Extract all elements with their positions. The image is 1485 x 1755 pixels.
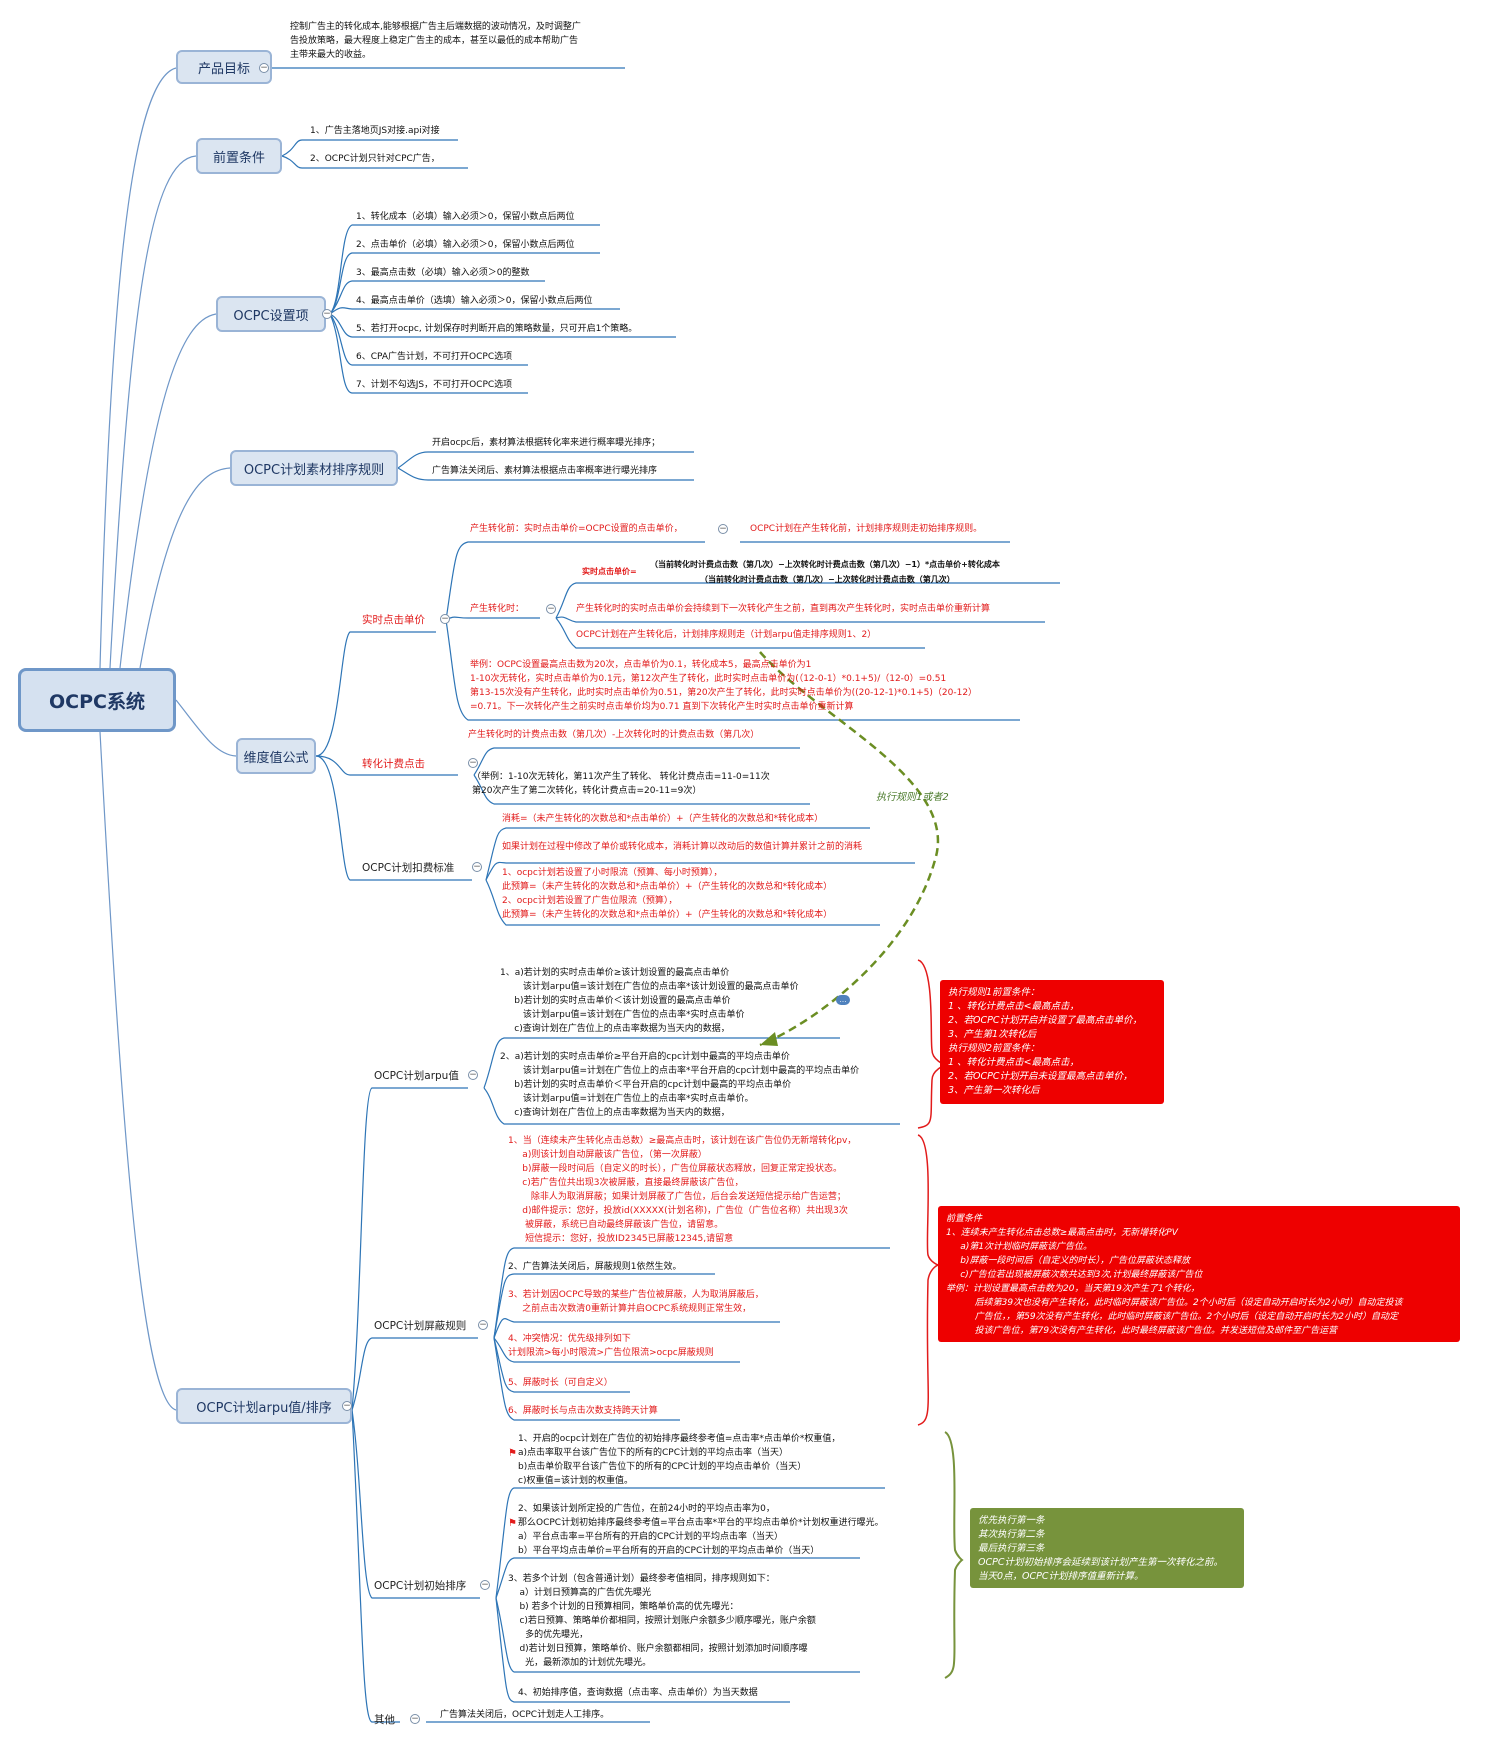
precondition-item-2: 2、OCPC计划只针对CPC广告，: [310, 154, 440, 164]
other-label[interactable]: 其他: [374, 1714, 395, 1726]
collapse-icon[interactable]: −: [472, 862, 482, 872]
settings-item-7: 7、计划不勾选JS，不可打开OCPC选项: [356, 380, 513, 390]
collapse-icon[interactable]: −: [480, 1580, 490, 1590]
fraction-label: 实时点击单价=: [582, 567, 637, 576]
sorting-rule-item-1: 开启ocpc后，素材算法根据转化率来进行概率曝光排序；: [432, 438, 661, 448]
deduction-label[interactable]: OCPC计划扣费标准: [362, 862, 455, 874]
branch-sorting-rule[interactable]: OCPC计划素材排序规则: [230, 450, 398, 486]
after-conversion-label: 产生转化时：: [470, 604, 525, 614]
collapse-icon[interactable]: −: [546, 604, 556, 614]
billing-clicks-label[interactable]: 转化计费点击: [362, 758, 425, 770]
collapse-icon[interactable]: −: [440, 614, 450, 624]
shield-callout-box: 前置条件 1、连续未产生转化点击总数≥最高点击时，无新增转化PV a)第1次计划…: [938, 1206, 1460, 1342]
initial-item-2: 2、如果该计划所定投的广告位，在前24小时的平均点击率为0， 那么OCPC计划初…: [518, 1504, 884, 1556]
settings-item-2: 2、点击单价（必填）输入必须＞0，保留小数点后两位: [356, 240, 575, 250]
arpu-value-label[interactable]: OCPC计划arpu值: [374, 1070, 459, 1082]
deduction-line-3: 1、ocpc计划若设置了小时限流（预算、每小时预算）， 此预算=（未产生转化的次…: [502, 868, 833, 920]
collapse-icon[interactable]: −: [342, 1401, 352, 1411]
flag-icon: ⚑: [508, 1448, 517, 1459]
shield-item-5: 5、屏蔽时长（可自定义）: [508, 1378, 613, 1388]
shield-item-3: 3、若计划因OCPC导致的某些广告位被屏蔽，人为取消屏蔽后， 之前点击次数清0重…: [508, 1290, 764, 1314]
collapse-icon[interactable]: −: [322, 309, 332, 319]
collapse-icon[interactable]: −: [478, 1320, 488, 1330]
settings-item-3: 3、最高点击数（必填）输入必须＞0的整数: [356, 268, 530, 278]
goal-text: 控制广告主的转化成本,能够根据广告主后端数据的波动情况，及时调整广 告投放策略，…: [290, 22, 581, 60]
other-text: 广告算法关闭后，OCPC计划走人工排序。: [440, 1710, 610, 1720]
branch-precondition[interactable]: 前置条件: [196, 138, 282, 174]
shield-item-4: 4、冲突情况：优先级排列如下 计划限流>每小时限流>广告位限流>ocpc屏蔽规则: [508, 1334, 714, 1358]
fraction-denominator: （当前转化时计费点击数（第几次）−上次转化时计费点击数（第几次）: [700, 575, 955, 584]
initial-item-3: 3、若多个计划（包含普通计划）最终参考值相同，排序规则如下： a）计划日预算高的…: [508, 1574, 816, 1668]
initial-sort-label[interactable]: OCPC计划初始排序: [374, 1580, 467, 1592]
sorting-rule-item-2: 广告算法关闭后、素材算法根据点击率概率进行曝光排序: [432, 466, 658, 476]
settings-item-6: 6、CPA广告计划，不可打开OCPC选项: [356, 352, 513, 362]
branch-settings[interactable]: OCPC设置项: [216, 296, 326, 332]
settings-item-1: 1、转化成本（必填）输入必须＞0，保留小数点后两位: [356, 212, 575, 222]
deduction-line-2: 如果计划在过程中修改了单价或转化成本，消耗计算以改动后的数值计算并累计之前的消耗: [502, 842, 863, 852]
collapse-icon[interactable]: −: [410, 1714, 420, 1724]
comment-icon[interactable]: …: [836, 995, 850, 1005]
initial-item-1: 1、开启的ocpc计划在广告位的初始排序最终参考值=点击率*点击单价*权重值， …: [518, 1434, 841, 1486]
realtime-price-label[interactable]: 实时点击单价: [362, 614, 425, 626]
before-conversion-note: OCPC计划在产生转化前，计划排序规则走初始排序规则。: [750, 524, 983, 534]
fraction-numerator: （当前转化时计费点击数（第几次）−上次转化时计费点击数（第几次）−1）*点击单价…: [650, 560, 1000, 569]
precondition-item-1: 1、广告主落地页JS对接.api对接: [310, 126, 440, 136]
arpu-rule-2: 2、a)若计划的实时点击单价≥平台开启的cpc计划中最高的平均点击单价 该计划a…: [500, 1052, 860, 1118]
billing-example: （举例：1-10次无转化，第11次产生了转化、 转化计费点击=11-0=11次 …: [472, 772, 770, 796]
dashed-arrow-note: 执行规则1或者2: [876, 792, 949, 803]
branch-goal[interactable]: 产品目标: [176, 50, 272, 84]
settings-item-4: 4、最高点击单价（选填）输入必须＞0，保留小数点后两位: [356, 296, 593, 306]
collapse-icon[interactable]: −: [718, 524, 728, 534]
sorting-callout-box: 优先执行第一条 其次执行第二条 最后执行第三条 OCPC计划初始排序会延续到该计…: [970, 1508, 1244, 1588]
before-conversion-text: 产生转化前：实时点击单价=OCPC设置的点击单价，: [470, 524, 683, 534]
deduction-line-1: 消耗=（未产生转化的次数总和*点击单价）+（产生转化的次数总和*转化成本）: [502, 814, 824, 824]
branch-arpu-sorting[interactable]: OCPC计划arpu值/排序: [176, 1388, 352, 1424]
realtime-example: 举例：OCPC设置最高点击数为20次，点击单价为0.1，转化成本5，最高点击单价…: [470, 660, 978, 712]
settings-item-5: 5、若打开ocpc, 计划保存时判断开启的策略数量，只可开启1个策略。: [356, 324, 638, 334]
collapse-icon[interactable]: −: [468, 758, 478, 768]
flag-icon: ⚑: [508, 1518, 517, 1529]
root-node[interactable]: OCPC系统: [18, 668, 176, 732]
after-conversion-line-2: OCPC计划在产生转化后，计划排序规则走（计划arpu值走排序规则1、2）: [576, 630, 877, 640]
after-conversion-line-1: 产生转化时的实时点击单价会持续到下一次转化产生之前，直到再次产生转化时，实时点击…: [576, 604, 991, 614]
initial-item-4: 4、初始排序值，查询数据（点击率、点击单价）为当天数据: [518, 1688, 758, 1698]
collapse-icon[interactable]: −: [468, 1070, 478, 1080]
shield-item-6: 6、屏蔽时长与点击次数支持跨天计算: [508, 1406, 658, 1416]
collapse-icon[interactable]: −: [259, 63, 269, 73]
rules-callout-box: 执行规则1前置条件： 1 、转化计费点击<最高点击， 2、若OCPC计划开启并设…: [940, 980, 1164, 1104]
branch-formula[interactable]: 维度值公式: [236, 738, 316, 774]
billing-line-1: 产生转化时的计费点击数（第几次）-上次转化时的计费点击数（第几次）: [468, 730, 760, 740]
arpu-rule-1: 1、a)若计划的实时点击单价≥该计划设置的最高点击单价 该计划arpu值=该计划…: [500, 968, 799, 1034]
shield-item-1: 1、当（连续未产生转化点击总数）≥最高点击时，该计划在该广告位仍无新增转化pv，…: [508, 1136, 857, 1244]
shield-item-2: 2、广告算法关闭后，屏蔽规则1依然生效。: [508, 1262, 682, 1272]
shield-rule-label[interactable]: OCPC计划屏蔽规则: [374, 1320, 467, 1332]
